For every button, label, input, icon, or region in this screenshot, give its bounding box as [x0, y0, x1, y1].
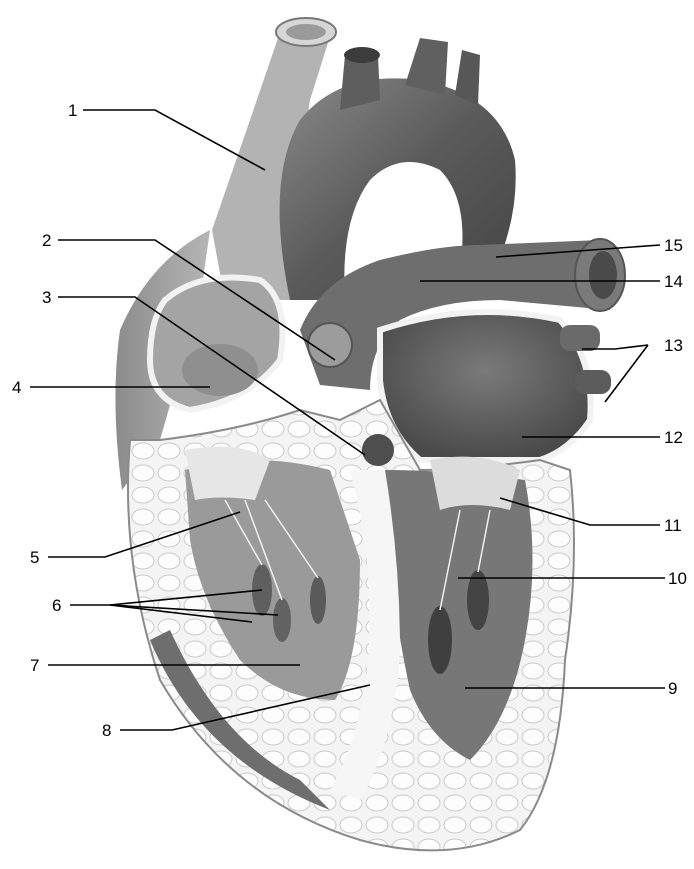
label-3: 3 — [42, 288, 51, 307]
label-13: 13 — [664, 336, 683, 355]
label-1: 1 — [68, 101, 77, 120]
label-15: 15 — [664, 236, 683, 255]
label-10: 10 — [668, 569, 687, 588]
label-5: 5 — [30, 548, 39, 567]
label-7: 7 — [30, 656, 39, 675]
label-11: 11 — [664, 516, 682, 535]
label-2: 2 — [42, 231, 51, 250]
label-8: 8 — [102, 721, 111, 740]
label-9: 9 — [668, 679, 677, 698]
leader-13b — [605, 345, 648, 402]
label-6: 6 — [52, 596, 61, 615]
label-4: 4 — [12, 378, 21, 397]
label-14: 14 — [664, 272, 683, 291]
label-12: 12 — [664, 428, 683, 447]
